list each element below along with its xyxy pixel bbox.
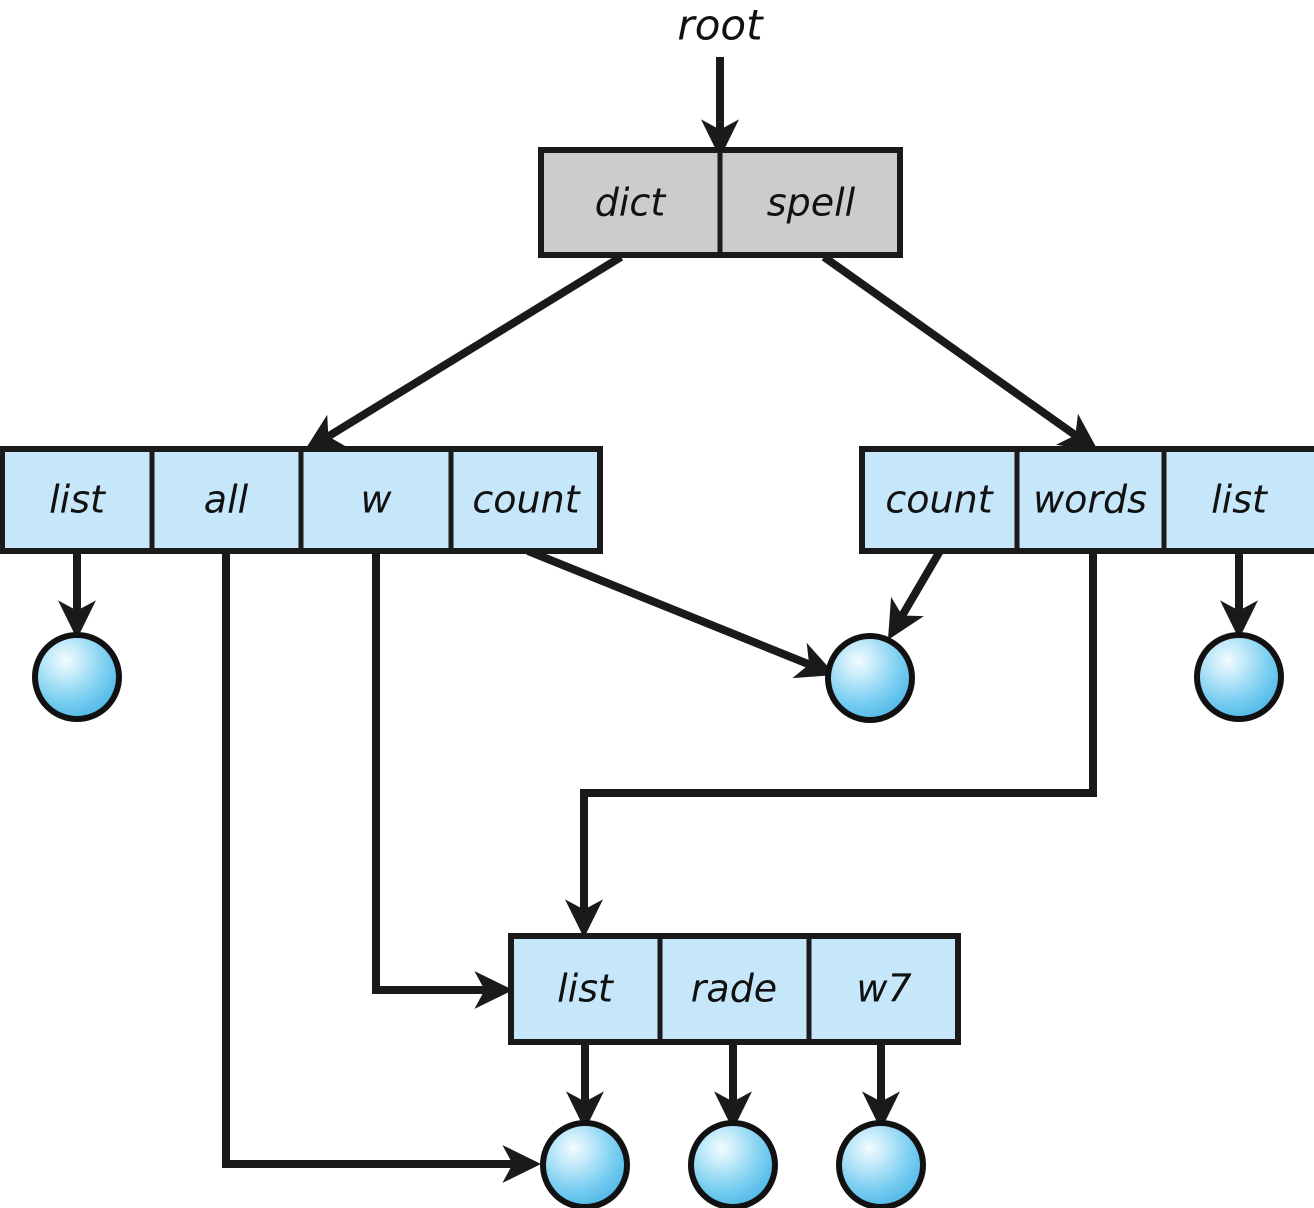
left-cell-3-label: count xyxy=(472,478,581,522)
edge-dict-to-left-node xyxy=(304,253,624,452)
edge-left-w-to-bottom-node xyxy=(372,551,514,1009)
root-cell-1-label: spell xyxy=(767,181,856,225)
edge-layer xyxy=(58,57,1258,1183)
edge-right-words-to-bottom-node xyxy=(565,551,1097,939)
left-cell-0-label: list xyxy=(49,478,107,522)
edge-left-all-to-leaf xyxy=(222,551,542,1183)
bottom-cell-1-label: rade xyxy=(691,967,777,1011)
root-pointer-label: root xyxy=(677,1,764,50)
root-cell-0-label: dict xyxy=(595,181,668,225)
right-cell-0-label: count xyxy=(885,478,994,522)
leaf-circle-middle[interactable] xyxy=(825,633,915,723)
leaf-circle-bottom-3[interactable] xyxy=(836,1120,926,1208)
leaf-circle-right[interactable] xyxy=(1194,632,1284,722)
leaf-circle-bottom-2[interactable] xyxy=(688,1120,778,1208)
left-cell-1-label: all xyxy=(204,478,249,522)
bottom-cell-2-label: w7 xyxy=(856,967,911,1011)
left-node[interactable]: list all w count xyxy=(0,446,603,554)
left-cell-2-label: w xyxy=(360,478,392,522)
bottom-cell-0-label: list xyxy=(557,967,615,1011)
edge-right-count-to-leaf xyxy=(887,548,944,640)
right-node-body xyxy=(859,446,1314,554)
right-cell-1-label: words xyxy=(1033,478,1147,522)
bottom-node-body xyxy=(508,933,961,1045)
leaf-circle-bottom-1[interactable] xyxy=(540,1120,630,1208)
right-node[interactable]: count words list xyxy=(859,446,1314,554)
leaf-circle-layer xyxy=(32,632,1284,1208)
root-node[interactable]: root dict spell xyxy=(538,1,903,258)
bottom-node[interactable]: list rade w7 xyxy=(508,933,961,1045)
right-cell-2-label: list xyxy=(1211,478,1269,522)
edge-spell-to-right-node xyxy=(821,253,1099,452)
edge-left-count-to-leaf xyxy=(526,547,836,679)
leaf-circle-left[interactable] xyxy=(32,632,122,722)
